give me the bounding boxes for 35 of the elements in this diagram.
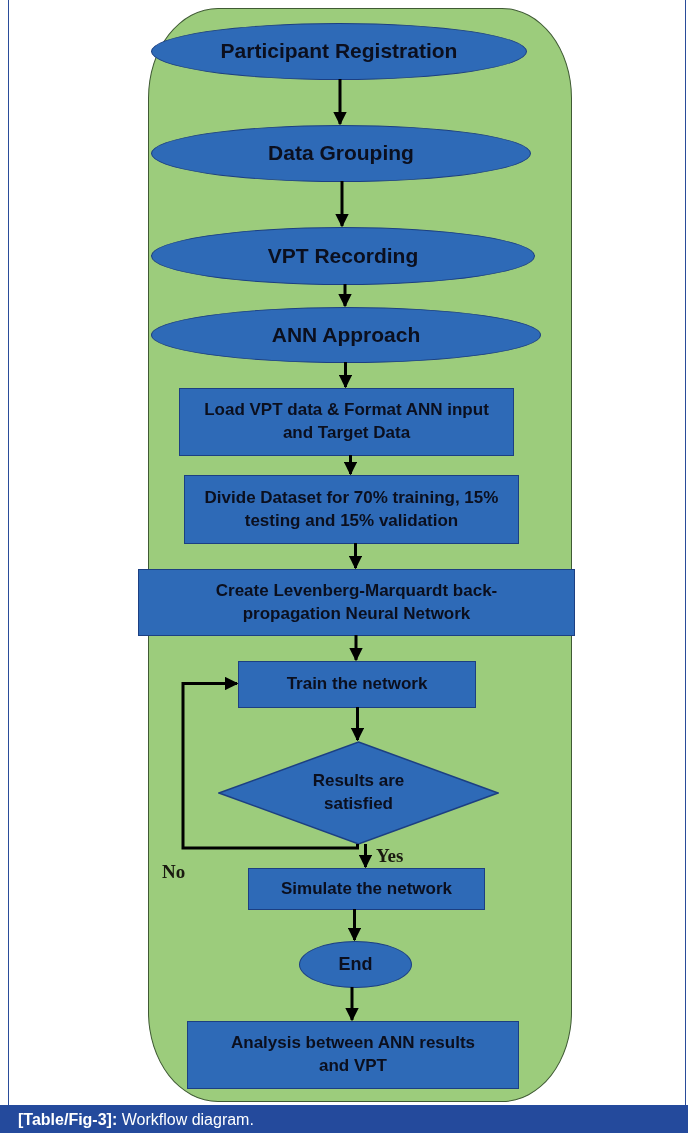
node-label: Load VPT data & Format ANN input and Target Data bbox=[203, 399, 490, 444]
arrow bbox=[358, 844, 373, 869]
process-box bbox=[238, 661, 476, 708]
ellipse-node bbox=[151, 125, 531, 182]
node-label: Results are satisfied bbox=[311, 770, 406, 815]
node-label: Analysis between ANN results and VPT bbox=[229, 1032, 477, 1077]
process-box bbox=[179, 388, 514, 456]
node-label: ANN Approach bbox=[271, 321, 421, 348]
caption: [Table/Fig-3]: Workflow diagram. bbox=[18, 1110, 254, 1130]
arrow bbox=[349, 635, 363, 662]
process-box bbox=[138, 569, 575, 636]
arrow bbox=[338, 284, 352, 308]
ellipse-node bbox=[151, 23, 527, 80]
arrow bbox=[181, 676, 359, 850]
node-label: Create Levenberg-Marquardt back-propagation Neural Network bbox=[214, 579, 499, 625]
process-box bbox=[187, 1021, 519, 1089]
decision-diamond bbox=[218, 741, 499, 845]
arrow bbox=[338, 362, 353, 389]
arrow bbox=[345, 987, 359, 1022]
arrow bbox=[347, 909, 362, 942]
arrow bbox=[348, 543, 363, 570]
arrow bbox=[343, 455, 358, 476]
node-label: Simulate the network bbox=[281, 877, 452, 900]
arrow bbox=[333, 79, 347, 126]
node-label: Divide Dataset for 70% training, 15% testing and 15% validation bbox=[203, 486, 500, 532]
process-box bbox=[184, 475, 519, 544]
node-label: End bbox=[338, 953, 373, 977]
arrow bbox=[335, 181, 349, 228]
node-label: VPT Recording bbox=[267, 242, 419, 269]
arrow bbox=[350, 707, 365, 742]
node-label: Participant Registration bbox=[220, 38, 458, 65]
node-label: Data Grouping bbox=[268, 140, 414, 167]
ellipse-node bbox=[151, 307, 541, 363]
node-label: Train the network bbox=[286, 673, 428, 696]
process-box bbox=[248, 868, 485, 910]
